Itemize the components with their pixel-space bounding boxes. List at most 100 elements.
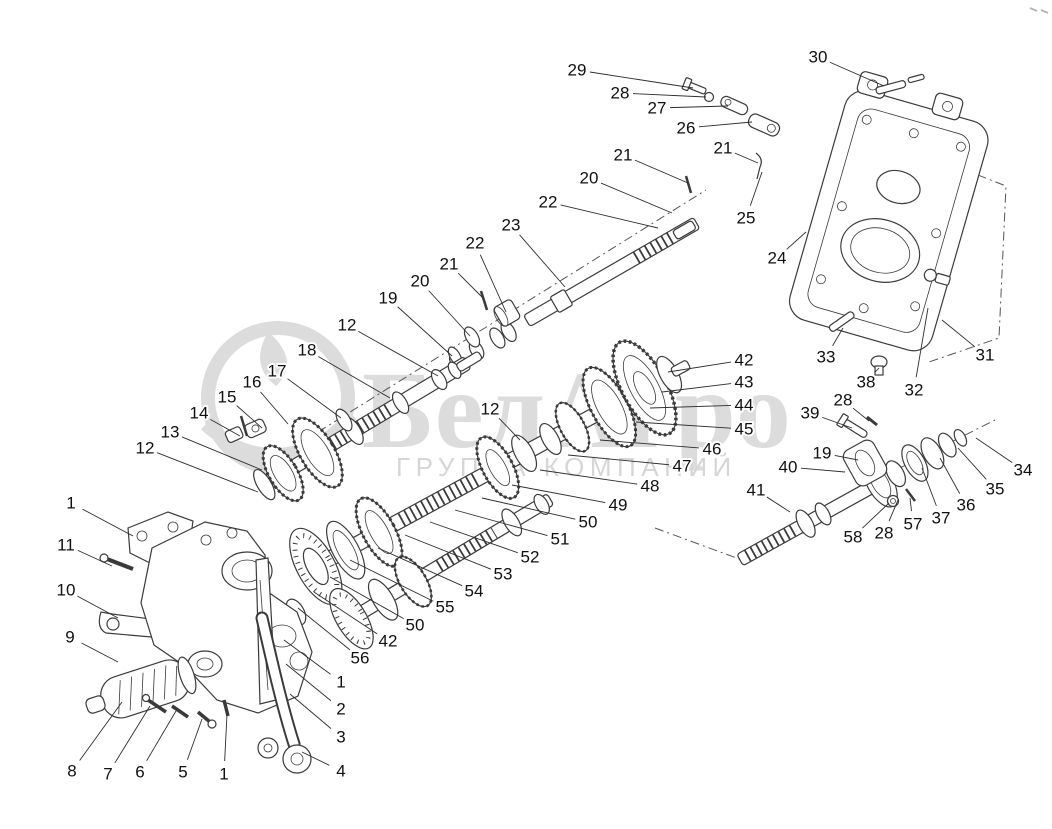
leader-line bbox=[181, 436, 263, 471]
leader-line bbox=[349, 559, 434, 602]
leader-line bbox=[285, 663, 332, 702]
housing-stud bbox=[875, 80, 907, 95]
leader-line bbox=[82, 508, 134, 537]
leader-line bbox=[941, 319, 976, 348]
spacer-ring bbox=[335, 408, 353, 432]
lever-arm bbox=[255, 611, 312, 774]
callout-label: 47 bbox=[673, 457, 692, 476]
callout-label: 1 bbox=[219, 765, 228, 784]
callout-label: 37 bbox=[932, 509, 951, 528]
callout-label: 4 bbox=[336, 762, 345, 781]
leader-line bbox=[539, 469, 638, 485]
housing-bore bbox=[840, 218, 921, 283]
callout-label: 2 bbox=[336, 700, 345, 719]
leader-line bbox=[634, 159, 689, 184]
leader-line bbox=[589, 71, 694, 89]
callout-label: 23 bbox=[502, 216, 521, 235]
callout-label: 28 bbox=[834, 391, 853, 410]
callout-label: 16 bbox=[243, 373, 262, 392]
leader-line bbox=[567, 454, 670, 466]
leader-line bbox=[874, 367, 880, 373]
callout-label: 6 bbox=[135, 763, 144, 782]
callout-label: 33 bbox=[817, 348, 836, 367]
leader-line bbox=[511, 484, 606, 504]
shift-link-parts bbox=[681, 77, 781, 194]
callout-label: 18 bbox=[298, 341, 317, 360]
callout-label: 10 bbox=[57, 581, 76, 600]
callout-label: 19 bbox=[379, 289, 398, 308]
callout-label: 49 bbox=[609, 496, 628, 515]
leader-line bbox=[79, 701, 123, 761]
callout-label: 51 bbox=[551, 530, 570, 549]
callout-label: 20 bbox=[411, 272, 430, 291]
callout-label: 5 bbox=[178, 763, 187, 782]
callout-label: 21 bbox=[614, 146, 633, 165]
leader-line bbox=[786, 231, 807, 250]
leader-line bbox=[734, 152, 759, 164]
callout-label: 13 bbox=[161, 423, 180, 442]
callout-label: 42 bbox=[379, 632, 398, 651]
nut bbox=[886, 494, 900, 508]
callout-label: 46 bbox=[703, 440, 722, 459]
leader-line bbox=[632, 93, 707, 98]
bolt bbox=[681, 77, 707, 95]
callout-label: 11 bbox=[57, 536, 75, 555]
leader-line bbox=[481, 497, 576, 520]
callout-label: 28 bbox=[875, 524, 894, 543]
callout-label: 21 bbox=[440, 255, 459, 274]
callout-label: 19 bbox=[813, 444, 832, 463]
leader-line bbox=[224, 713, 228, 762]
callout-label: 36 bbox=[957, 496, 976, 515]
leader-line bbox=[358, 330, 439, 377]
hydraulic-cylinder bbox=[85, 656, 197, 719]
leader-line bbox=[81, 642, 119, 663]
leader-line bbox=[862, 502, 890, 529]
leader-line bbox=[834, 455, 859, 461]
callout-label: 50 bbox=[406, 616, 425, 635]
clevis-parts bbox=[224, 415, 267, 444]
callout-label: 20 bbox=[580, 169, 599, 188]
leader-line bbox=[909, 497, 912, 512]
callout-label: 30 bbox=[809, 48, 828, 67]
lower-shaft bbox=[329, 493, 554, 650]
leader-line bbox=[599, 439, 700, 449]
leader-line bbox=[301, 751, 330, 766]
bearing-housing bbox=[842, 439, 888, 487]
leader-line bbox=[454, 509, 548, 536]
leader-line bbox=[766, 496, 791, 513]
callout-label: 35 bbox=[986, 480, 1005, 499]
callout-label: 38 bbox=[857, 373, 876, 392]
gear bbox=[262, 445, 304, 502]
housing-pin bbox=[907, 73, 925, 84]
leader-line bbox=[915, 307, 929, 378]
roll-pin bbox=[479, 290, 489, 311]
pin bbox=[684, 175, 693, 194]
callout-label: 12 bbox=[481, 400, 500, 419]
callout-label: 21 bbox=[714, 139, 733, 158]
watermark-subtitle: ГРУППА КОМПАНИЙ bbox=[396, 452, 737, 482]
callout-label: 42 bbox=[735, 351, 754, 370]
leader-line bbox=[829, 61, 885, 87]
callout-label: 14 bbox=[190, 404, 209, 423]
callout-label: 8 bbox=[67, 762, 76, 781]
callout-label: 7 bbox=[103, 765, 112, 784]
housing-stud-lower bbox=[828, 311, 855, 332]
callout-label: 27 bbox=[648, 99, 667, 118]
callout-label: 40 bbox=[779, 458, 798, 477]
callout-label: 25 bbox=[737, 209, 756, 228]
leader-line bbox=[289, 693, 332, 729]
leader-line bbox=[939, 457, 961, 494]
callout-label: 24 bbox=[768, 249, 787, 268]
callout-label: 22 bbox=[466, 234, 485, 253]
leader-line bbox=[957, 447, 987, 480]
callout-label: 15 bbox=[218, 388, 237, 407]
leader-line bbox=[888, 499, 899, 522]
callout-label: 57 bbox=[904, 515, 923, 534]
leader-line bbox=[287, 378, 342, 419]
leader-line bbox=[283, 639, 331, 675]
pto-shaft bbox=[737, 428, 968, 566]
leader-line bbox=[667, 361, 732, 373]
